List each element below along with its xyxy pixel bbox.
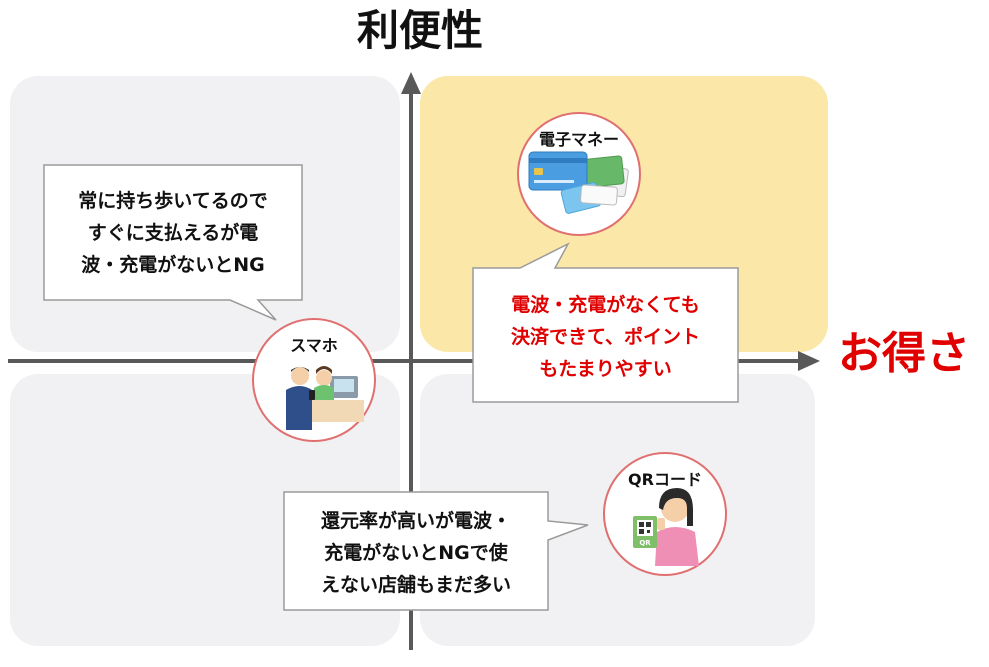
smartphone-label: スマホ (290, 336, 338, 355)
smartphone-comment: 常に持ち歩いてるので すぐに支払えるが電 波・充電がないとNG (44, 178, 302, 288)
qrcode-comment-text: 還元率が高いが電波・ 充電がないとNGで使 えない店舗もまだ多い (320, 510, 511, 596)
x-axis-title: お得さ (838, 328, 970, 379)
qr-payment-icon: QR (633, 488, 699, 566)
smartphone-node: スマホ (252, 318, 376, 442)
emoney-node: 電子マネー (517, 112, 641, 236)
speech-bubble-emoney (472, 242, 739, 403)
speech-bubble-smartphone (43, 164, 303, 321)
payment-counter-icon (286, 366, 364, 430)
x-axis-arrowhead (798, 351, 820, 371)
qrcode-node: QR QRコード (603, 452, 727, 576)
y-axis-arrowhead (401, 72, 421, 94)
qrcode-label: QRコード (628, 470, 702, 489)
y-axis-title: 利便性 (356, 6, 483, 55)
smartphone-comment-text: 常に持ち歩いてるので すぐに支払えるが電 波・充電がないとNG (78, 190, 268, 276)
emoney-comment: 電波・充電がなくても 決済できて、ポイント もたまりやすい (473, 282, 738, 392)
emoney-label: 電子マネー (538, 130, 619, 149)
svg-text:QR: QR (639, 539, 651, 547)
emoney-comment-text: 電波・充電がなくても 決済できて、ポイント もたまりやすい (510, 294, 701, 380)
speech-bubble-qrcode (283, 491, 589, 611)
cards-icon (528, 151, 629, 214)
qrcode-comment: 還元率が高いが電波・ 充電がないとNGで使 えない店舗もまだ多い (284, 504, 548, 602)
